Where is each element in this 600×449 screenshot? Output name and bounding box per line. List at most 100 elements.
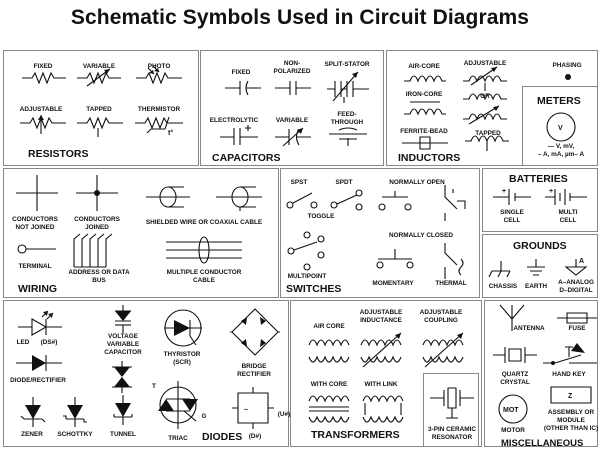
label-diode-zener: ZENER <box>21 431 43 438</box>
label-misc-antenna: ANTENNA <box>513 325 545 332</box>
label-misc-motor: MOTOR <box>501 427 525 434</box>
label-sw-toggle: TOGGLE <box>307 213 335 220</box>
label-ind-aircore: AIR-CORE <box>408 63 440 70</box>
rectifier-diode-symbol <box>16 355 62 371</box>
label-ind-tapped: TAPPED <box>475 130 501 137</box>
label-gnd-earth: EARTH <box>524 283 548 290</box>
label-diode-schottky: SCHOTTKY <box>57 431 93 438</box>
label-wire-terminal: TERMINAL <box>18 263 52 270</box>
capacitor-variable-symbol <box>275 127 311 147</box>
label-resistor-variable: VARIABLE <box>82 63 116 70</box>
inductor-aircore-symbol <box>404 75 446 83</box>
resistor-tapped-symbol <box>77 116 123 137</box>
label-resistor-thermistor: THERMISTOR <box>137 106 181 113</box>
transformer-withcore-symbol <box>308 395 350 423</box>
schottky-diode-symbol <box>63 397 87 427</box>
svg-text:Z: Z <box>568 393 573 400</box>
label-gnd-chassis: CHASSIS <box>488 283 518 290</box>
quartz-crystal-symbol <box>493 347 537 363</box>
label-sw-spst: SPST <box>290 179 308 186</box>
diodes-panel: LED (DS#) DIODE/RECTIFIER ZENER SCHOTTKY… <box>3 300 290 447</box>
conductors-joined-symbol <box>76 175 118 211</box>
resistor-fixed-symbol <box>22 71 66 85</box>
ceramic-resonator-symbol <box>430 387 474 419</box>
resistor-photo-symbol <box>136 65 182 85</box>
label-tx-adjind-1: ADJUSTABLE <box>359 309 403 316</box>
inductor-tapped-symbol <box>465 135 509 151</box>
switch-spst-symbol <box>286 192 318 209</box>
meters-panel: METERS V — V, mV, – A, mA, µm– A <box>522 86 598 166</box>
label-cap-feed-2: THROUGH <box>330 119 364 126</box>
capacitors-title: CAPACITORS <box>212 152 281 164</box>
label-misc-quartz-1: QUARTZ <box>501 371 529 378</box>
ferrite-bead-symbol <box>402 136 448 150</box>
meter-units-2: – A, mA, µm– A <box>537 151 585 158</box>
resistor-thermistor-symbol: t° <box>135 116 183 137</box>
wiring-title: WIRING <box>18 283 58 295</box>
bridge-rectifier-symbol <box>230 308 280 356</box>
label-resistor-fixed: FIXED <box>33 63 53 70</box>
label-gnd-analog-2: D–DIGITAL <box>559 287 593 294</box>
switch-spdt-symbol <box>330 189 363 211</box>
label-diode-vvc-3: CAPACITOR <box>104 349 142 356</box>
inductor-adjustable-alt-symbol <box>463 83 507 101</box>
grounds-panel: GROUNDS A CHASSIS EARTH A–ANALOG D–DIGIT… <box>482 234 598 298</box>
svg-text:+: + <box>502 188 506 195</box>
meters-title: METERS <box>537 95 581 107</box>
label-cap-nonpol-2: POLARIZED <box>273 68 311 75</box>
label-tx-adjcpl-1: ADJUSTABLE <box>419 309 463 316</box>
label-sw-momentary: MOMENTARY <box>372 280 414 287</box>
label-wire-addr-2: BUS <box>92 277 106 284</box>
zener-diode-symbol <box>20 397 46 427</box>
label-resistor-tapped: TAPPED <box>86 106 112 113</box>
switches-title: SWITCHES <box>286 283 342 295</box>
led-symbol <box>18 310 62 336</box>
misc-title: MISCELLANEOUS <box>501 438 584 449</box>
conductors-not-joined-symbol <box>16 175 58 211</box>
label-ind-phasing: PHASING <box>552 62 582 69</box>
switch-normally-open-symbol <box>378 191 412 211</box>
switch-momentary-symbol <box>376 249 414 269</box>
capacitor-feedthrough-symbol <box>329 127 367 146</box>
svg-text:+: + <box>549 188 553 195</box>
grounds-title: GROUNDS <box>513 240 567 252</box>
battery-multi-cell-symbol: + <box>545 188 587 205</box>
label-wire-addr-1: ADDRESS OR DATA <box>68 269 130 276</box>
label-sw-nc: NORMALLY CLOSED <box>389 232 453 239</box>
label-tx-aircore: AIR CORE <box>313 323 345 330</box>
earth-ground-symbol <box>527 259 545 276</box>
label-diode-triac: TRIAC <box>168 435 188 442</box>
label-tx-ceramic-1: 3-PIN CERAMIC <box>428 426 476 433</box>
data-bus-symbol <box>73 233 113 268</box>
label-misc-fuse: FUSE <box>568 325 586 332</box>
triac-symbol <box>158 381 198 429</box>
transformers-panel: AIR CORE ADJUSTABLE INDUCTANCE ADJUSTABL… <box>290 300 482 447</box>
resistor-variable-symbol <box>77 68 121 87</box>
label-diode-vvc-2: VARIABLE <box>106 341 140 348</box>
label-ind-ironcore: IRON-CORE <box>405 91 443 98</box>
switch-thermal-symbol <box>444 243 464 279</box>
hand-key-symbol <box>543 343 597 365</box>
terminal-symbol <box>17 244 56 254</box>
svg-text:A: A <box>579 258 584 265</box>
label-cap-variable: VARIABLE <box>275 117 309 124</box>
label-diode-tunnel: TUNNEL <box>110 431 136 438</box>
label-resistor-adjustable: ADJUSTABLE <box>19 106 63 113</box>
module-symbol: Z <box>550 386 592 404</box>
label-misc-asm-1: ASSEMBLY OR <box>547 409 595 416</box>
inductor-ironcore-adjustable-symbol <box>463 105 507 125</box>
label-misc-quartz-2: CRYSTAL <box>500 379 530 386</box>
label-cap-electrolytic: ELECTROLYTIC <box>209 117 259 124</box>
resistors-title: RESISTORS <box>28 148 89 160</box>
label-tx-withcore: WITH CORE <box>310 381 348 388</box>
svg-text:MOT: MOT <box>503 407 519 414</box>
tunnel-diode-symbol <box>113 395 133 425</box>
label-diode-led: LED <box>16 339 30 346</box>
label-misc-asm-3: (OTHER THAN IC) <box>543 425 599 432</box>
switches-panel: SPST SPDT NORMALLY OPEN TOGGLE NORMALLY … <box>280 168 480 298</box>
label-tx-ceramic-2: RESONATOR <box>431 434 473 441</box>
label-wire-multi-2: CABLE <box>192 277 216 284</box>
label-diode-thyristor-1: THYRISTOR <box>163 351 201 358</box>
label-wire-joined-1: CONDUCTORS <box>74 216 120 223</box>
capacitor-electrolytic-symbol <box>220 125 258 145</box>
